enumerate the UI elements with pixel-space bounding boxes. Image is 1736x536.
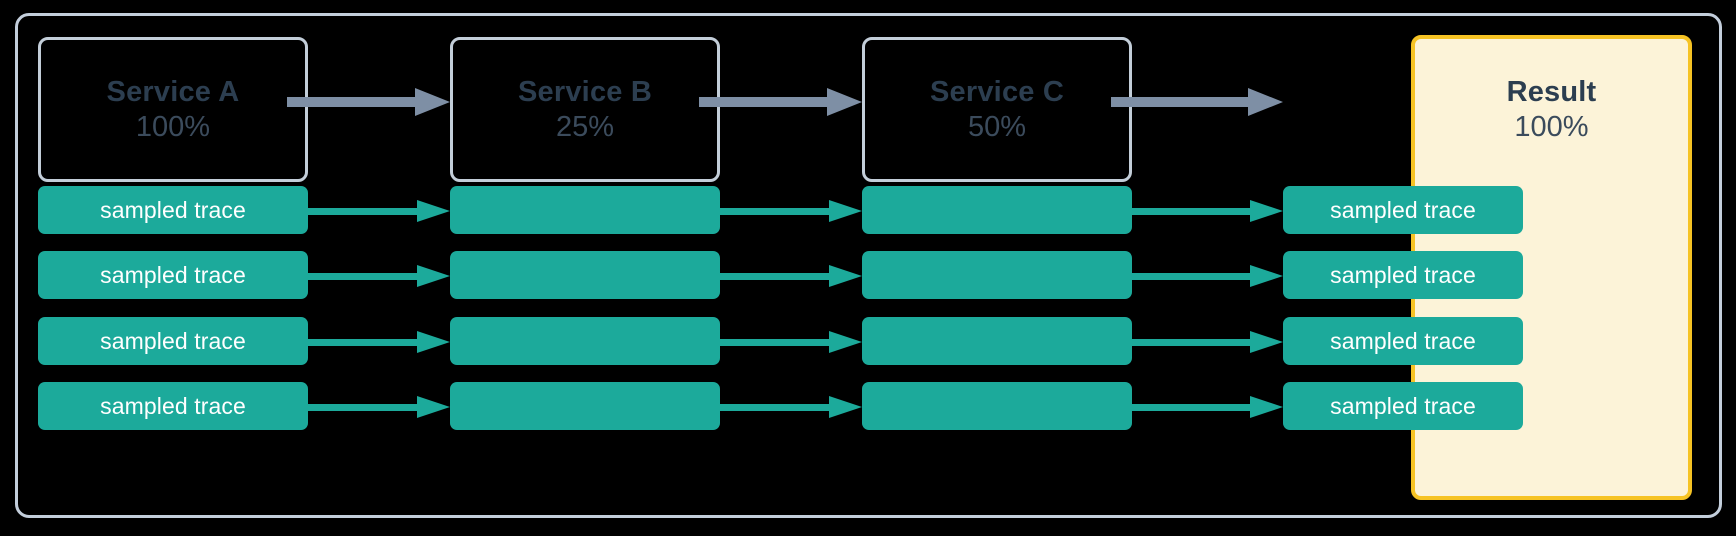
service-box-service-a[interactable]: Service A 100% (38, 37, 308, 182)
trace-bar[interactable] (862, 186, 1132, 234)
diagram-outer-frame (15, 13, 1722, 518)
trace-bar[interactable]: sampled trace (1283, 382, 1523, 430)
service-box-service-b[interactable]: Service B 25% (450, 37, 720, 182)
service-percent: 100% (135, 110, 211, 143)
arrow-right-icon-trace0-a-to-b (287, 200, 450, 222)
arrow-right-icon-trace1-c-to-result (1111, 265, 1283, 287)
trace-bar[interactable] (450, 382, 720, 430)
arrow-right-icon-trace3-a-to-b (287, 396, 450, 418)
service-percent: 50% (967, 110, 1027, 143)
trace-bar[interactable]: sampled trace (38, 382, 308, 430)
arrow-right-icon-trace1-b-to-c (699, 265, 862, 287)
trace-bar[interactable] (450, 186, 720, 234)
service-title: Service C (930, 75, 1064, 108)
trace-bar[interactable]: sampled trace (38, 317, 308, 365)
arrow-right-icon-header-b-to-c (699, 88, 862, 116)
trace-bar[interactable] (862, 382, 1132, 430)
service-title: Service B (518, 75, 652, 108)
arrow-right-icon-trace3-b-to-c (699, 396, 862, 418)
arrow-right-icon-trace1-a-to-b (287, 265, 450, 287)
trace-bar[interactable]: sampled trace (38, 251, 308, 299)
arrow-right-icon-trace2-a-to-b (287, 331, 450, 353)
service-title: Service A (106, 75, 240, 108)
service-box-service-c[interactable]: Service C 50% (862, 37, 1132, 182)
service-box-result[interactable]: Result 100% (1413, 37, 1690, 182)
arrow-right-icon-header-a-to-b (287, 88, 450, 116)
trace-bar[interactable] (450, 317, 720, 365)
trace-bar[interactable]: sampled trace (1283, 251, 1523, 299)
service-percent: 100% (1514, 110, 1589, 143)
trace-bar[interactable]: sampled trace (1283, 186, 1523, 234)
arrow-right-icon-trace0-c-to-result (1111, 200, 1283, 222)
service-title: Result (1506, 75, 1597, 108)
trace-bar[interactable] (450, 251, 720, 299)
trace-bar[interactable] (862, 251, 1132, 299)
arrow-right-icon-header-c-to-result (1111, 88, 1283, 116)
arrow-right-icon-trace0-b-to-c (699, 200, 862, 222)
arrow-right-icon-trace2-b-to-c (699, 331, 862, 353)
service-percent: 25% (555, 110, 615, 143)
trace-bar[interactable] (862, 317, 1132, 365)
arrow-right-icon-trace2-c-to-result (1111, 331, 1283, 353)
trace-bar[interactable]: sampled trace (38, 186, 308, 234)
trace-bar[interactable]: sampled trace (1283, 317, 1523, 365)
arrow-right-icon-trace3-c-to-result (1111, 396, 1283, 418)
